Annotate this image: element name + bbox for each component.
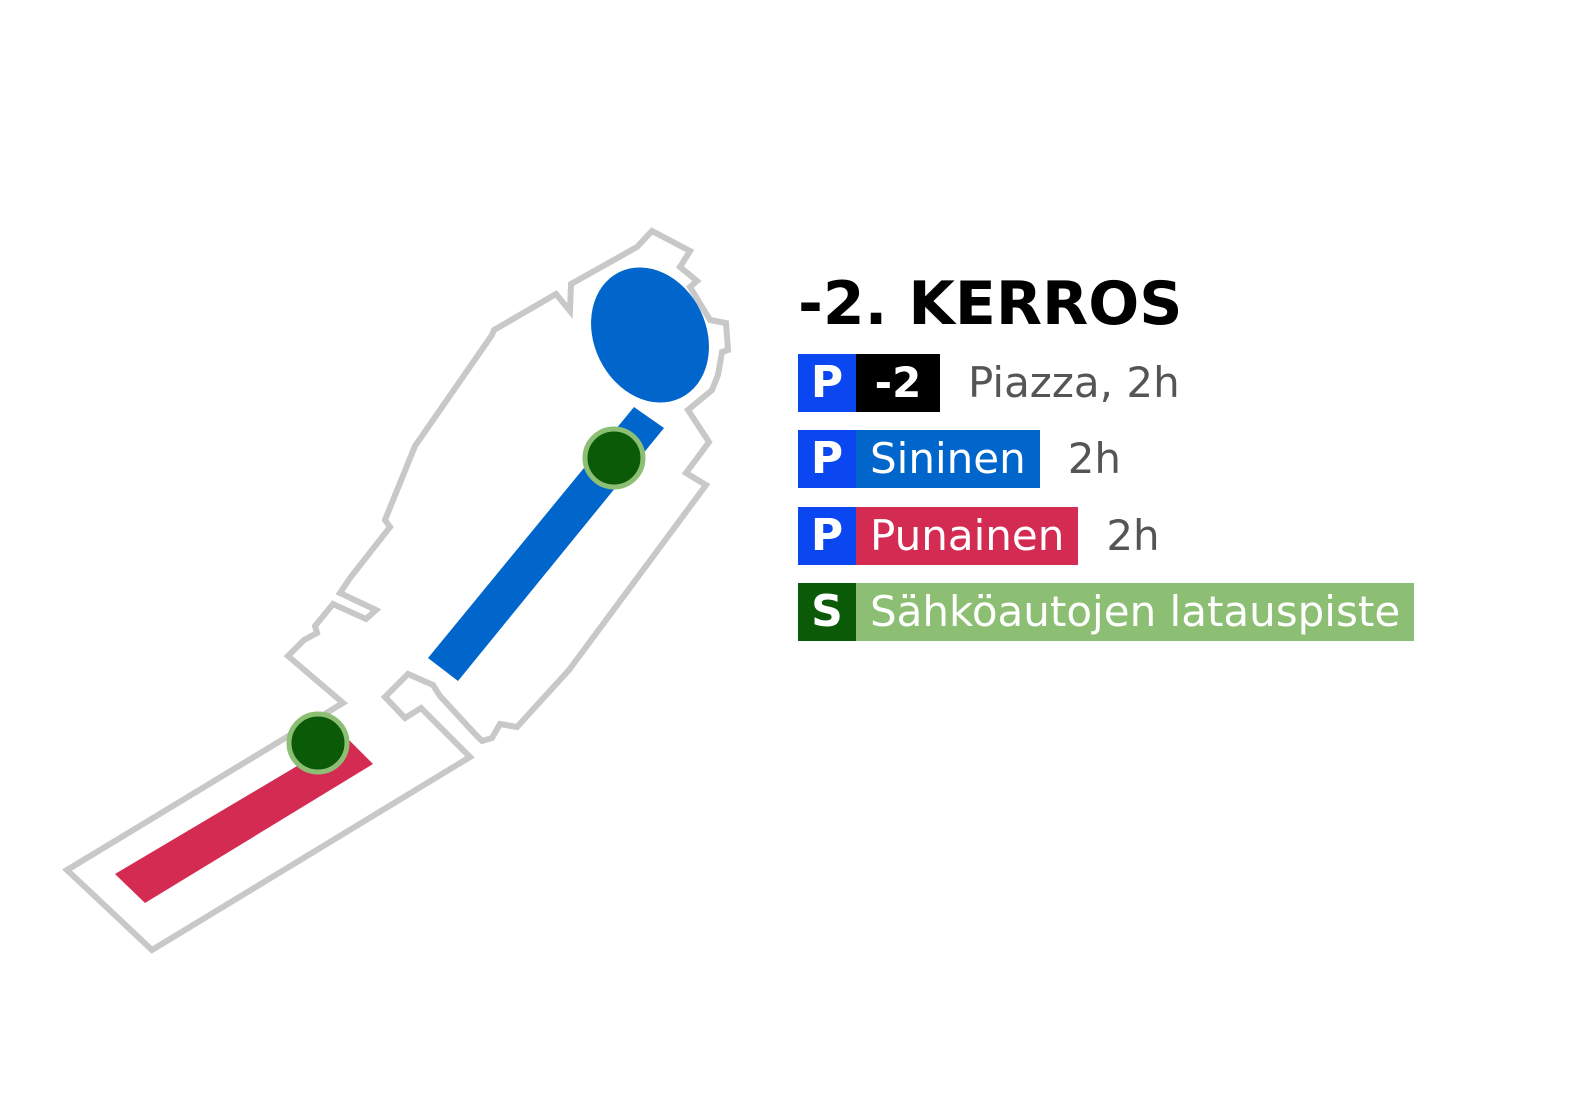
building-outline (62, 227, 732, 954)
legend-item-text: Piazza, 2h (968, 358, 1180, 407)
map-legend: -2. KERROS P -2 Piazza, 2h P Sininen 2h … (798, 268, 1415, 641)
charging-tag: Sähköautojen latauspiste (856, 583, 1415, 641)
legend-item-punainen: P Punainen 2h (798, 507, 1160, 565)
charging-badge: S (798, 583, 856, 641)
zone-tag-blue: Sininen (856, 430, 1040, 488)
charging-point-icon (582, 426, 646, 490)
legend-item-text: 2h (1106, 511, 1160, 560)
legend-item-piazza: P -2 Piazza, 2h (798, 354, 1180, 412)
level-tag: -2 (856, 354, 940, 412)
charging-point-icon (286, 711, 350, 775)
parking-badge: P (798, 430, 856, 488)
zone-tag-red: Punainen (856, 507, 1079, 565)
parking-badge: P (798, 354, 856, 412)
floor-title: -2. KERROS (798, 269, 1183, 339)
legend-item-sininen: P Sininen 2h (798, 430, 1121, 488)
legend-item-charging: S Sähköautojen latauspiste (798, 583, 1415, 641)
parking-badge: P (798, 507, 856, 565)
red-zone (115, 737, 373, 903)
piazza-zone (591, 267, 709, 403)
legend-item-text: 2h (1067, 434, 1122, 483)
